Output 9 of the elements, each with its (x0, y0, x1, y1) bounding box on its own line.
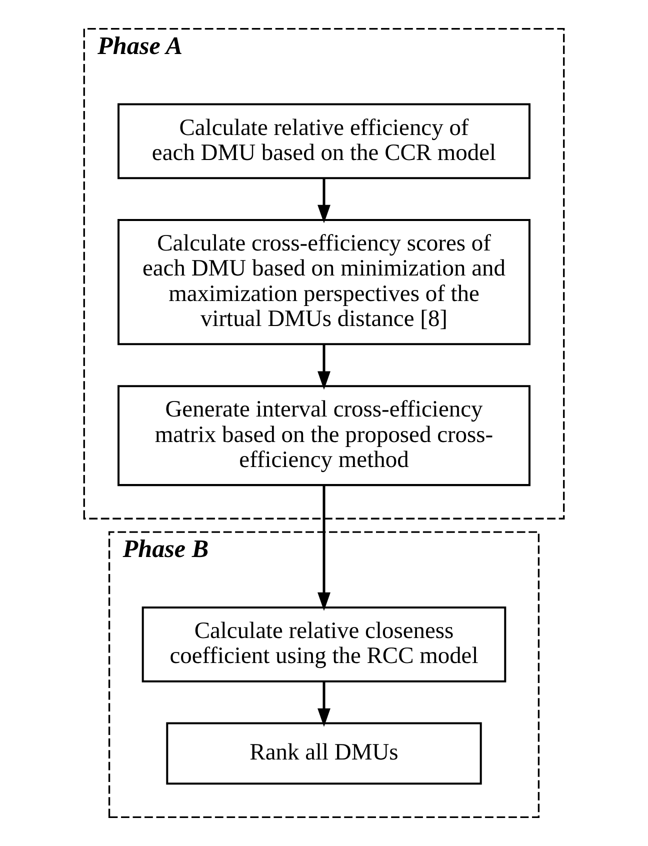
node-box: Rank all DMUs (166, 722, 482, 785)
node-box: Generate interval cross-efficiency matrix based on the proposed cross-efficiency method (118, 385, 530, 486)
node-box: Calculate relative efficiency of each DMU based on the CCR model (118, 103, 530, 180)
node-box: Calculate relative closeness coefficient using the RCC model (142, 606, 506, 682)
arrow (318, 485, 330, 611)
node-box: Calculate cross-efficiency scores of each DMU based on minimization and maximization perspectives of the virtual DMUs distance [8] (118, 219, 530, 346)
arrow (318, 178, 330, 224)
arrow (318, 682, 330, 727)
arrow (318, 344, 330, 390)
